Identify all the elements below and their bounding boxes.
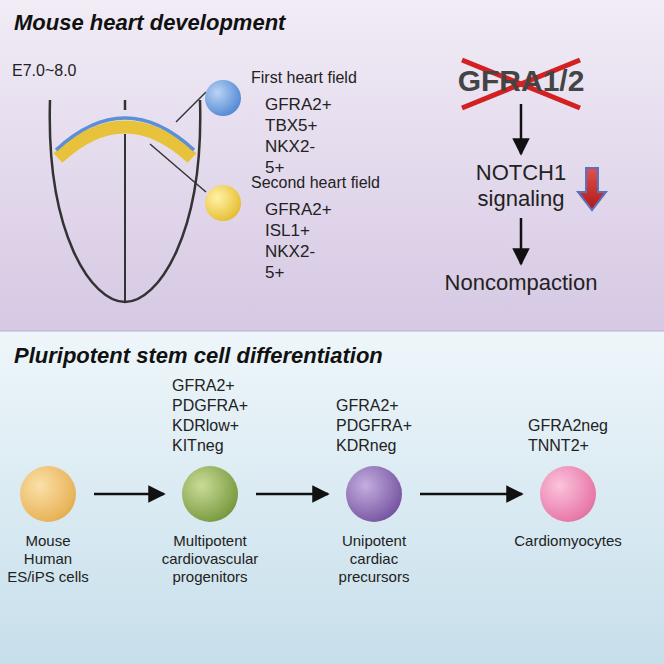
cell-node: Mouse Human ES/iPS cells: [0, 361, 113, 586]
marker-list: GFRA2+ PDGFRA+ KDRlow+ KITneg: [172, 376, 248, 456]
cell-name: Unipotent cardiac precursors: [339, 532, 410, 586]
cell-circle: [540, 466, 596, 522]
stage-label: E7.0~8.0: [12, 62, 77, 80]
cell-name: Mouse Human ES/iPS cells: [4, 532, 92, 586]
field-circle: [205, 80, 241, 116]
marker-list: GFRA2+ ISL1+ NKX2-5+: [265, 199, 332, 283]
process-text: Noncompaction: [445, 270, 598, 296]
marker-area: GFRA2neg TNNT2+: [528, 361, 608, 456]
text-node: GFRA1/2: [458, 64, 585, 98]
field-name: First heart field: [251, 68, 357, 88]
panel-title: Pluripotent stem cell differentiation: [14, 343, 383, 369]
marker-list: GFRA2neg TNNT2+: [528, 416, 608, 456]
flow-arrow: [520, 104, 523, 154]
heart-field-node: First heart fieldGFRA2+ TBX5+ NKX2-5+: [205, 68, 357, 178]
top-panel-ground: [0, 0, 664, 331]
text-node: Noncompaction: [445, 270, 598, 296]
marker-area: GFRA2+ PDGFRA+ KDRneg: [336, 361, 412, 456]
decrease-arrow: [578, 168, 606, 210]
marker-area: GFRA2+ PDGFRA+ KDRlow+ KITneg: [172, 361, 248, 456]
flow-arrow: [94, 493, 164, 496]
cell-circle: [20, 466, 76, 522]
text-node: NOTCH1 signaling: [476, 160, 566, 212]
field-circle: [205, 185, 241, 221]
cell-circle: [346, 466, 402, 522]
cell-name: Multipotent cardiovascular progenitors: [162, 532, 259, 586]
flow-arrow: [520, 218, 523, 264]
bottom-panel-ground: [0, 331, 664, 664]
marker-list: GFRA2+ TBX5+ NKX2-5+: [265, 94, 332, 178]
cell-circle: [182, 466, 238, 522]
panel-band: Pluripotent stem cell differentiationMou…: [0, 331, 664, 664]
embryo-illustration: [50, 92, 206, 302]
heart-field-node: Second heart fieldGFRA2+ ISL1+ NKX2-5+: [205, 173, 380, 283]
gene-name: GFRA1/2: [458, 64, 585, 98]
cell-node: GFRA2neg TNNT2+ Cardiomyocytes: [503, 361, 633, 550]
cell-node: GFRA2+ PDGFRA+ KDRlow+ KITnegMultipotent…: [145, 361, 275, 586]
field-text-column: Second heart fieldGFRA2+ ISL1+ NKX2-5+: [251, 173, 380, 283]
marker-list: GFRA2+ PDGFRA+ KDRneg: [336, 396, 412, 456]
field-name: Second heart field: [251, 173, 380, 193]
panel-title: Mouse heart development: [14, 10, 285, 36]
cell-node: GFRA2+ PDGFRA+ KDRnegUnipotent cardiac p…: [309, 361, 439, 586]
field-text-column: First heart fieldGFRA2+ TBX5+ NKX2-5+: [251, 68, 357, 178]
flow-arrow: [256, 493, 328, 496]
flow-arrow: [420, 493, 522, 496]
cell-name: Cardiomyocytes: [514, 532, 622, 550]
panel-band: Mouse heart developmentFirst heart field…: [0, 0, 664, 331]
process-text: NOTCH1 signaling: [476, 160, 566, 212]
